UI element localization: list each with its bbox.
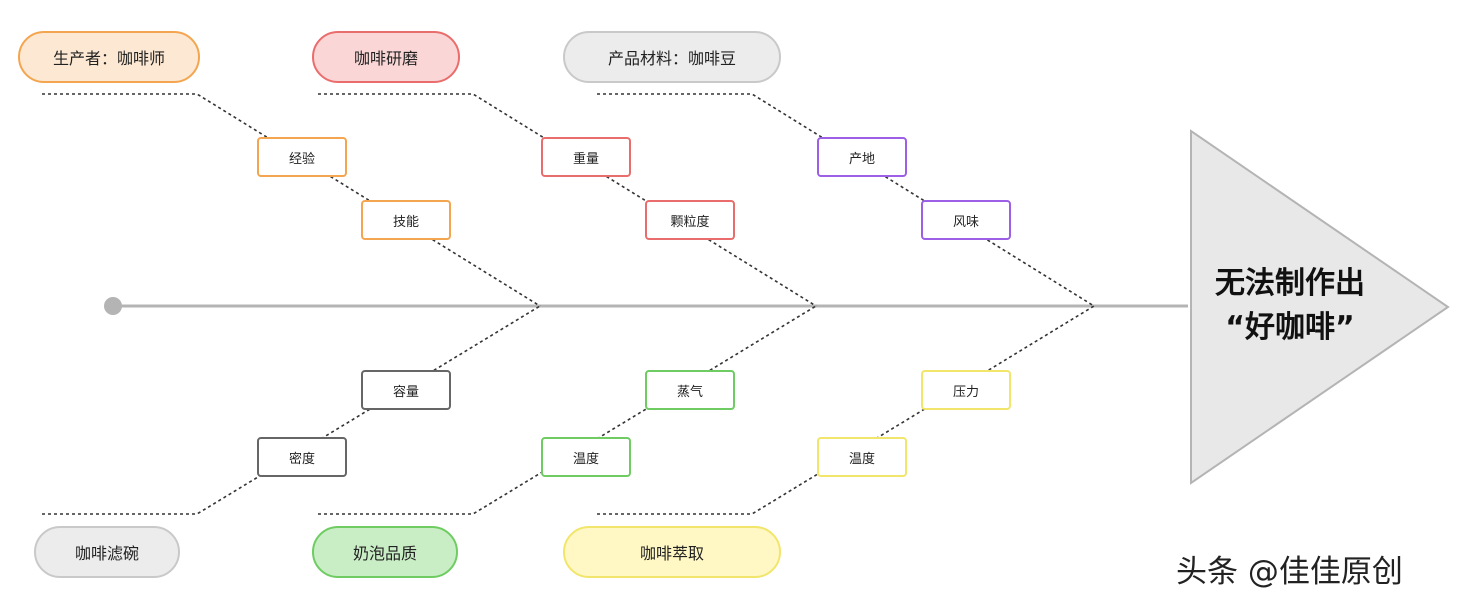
cause-pressure[interactable]: 压力 xyxy=(921,370,1011,410)
cause-origin[interactable]: 产地 xyxy=(817,137,907,177)
bone-producer xyxy=(42,93,541,307)
bone-foam xyxy=(318,305,817,515)
bone-extract xyxy=(597,305,1095,515)
category-producer[interactable]: 生产者：咖啡师 xyxy=(18,31,200,83)
problem-statement: 无法制作出 “好咖啡” xyxy=(1200,262,1380,350)
cause-capacity[interactable]: 容量 xyxy=(361,370,451,410)
cause-experience[interactable]: 经验 xyxy=(257,137,347,177)
cause-particle-size[interactable]: 颗粒度 xyxy=(645,200,735,240)
cause-weight[interactable]: 重量 xyxy=(541,137,631,177)
cause-foam-temperature[interactable]: 温度 xyxy=(541,437,631,477)
spine-tail-dot xyxy=(104,297,122,315)
category-extract[interactable]: 咖啡萃取 xyxy=(563,526,781,578)
category-foam[interactable]: 奶泡品质 xyxy=(312,526,458,578)
cause-steam[interactable]: 蒸气 xyxy=(645,370,735,410)
watermark: 头条 @佳佳原创 xyxy=(1176,554,1403,590)
cause-flavor[interactable]: 风味 xyxy=(921,200,1011,240)
cause-skill[interactable]: 技能 xyxy=(361,200,451,240)
problem-line-1: 无法制作出 xyxy=(1215,266,1365,301)
problem-line-2: “好咖啡” xyxy=(1225,310,1355,345)
cause-density[interactable]: 密度 xyxy=(257,437,347,477)
bone-filter xyxy=(42,305,541,515)
cause-extraction-temperature[interactable]: 温度 xyxy=(817,437,907,477)
category-filter[interactable]: 咖啡滤碗 xyxy=(34,526,180,578)
fish-head-triangle xyxy=(1190,129,1450,485)
category-beans[interactable]: 产品材料：咖啡豆 xyxy=(563,31,781,83)
category-grind[interactable]: 咖啡研磨 xyxy=(312,31,460,83)
